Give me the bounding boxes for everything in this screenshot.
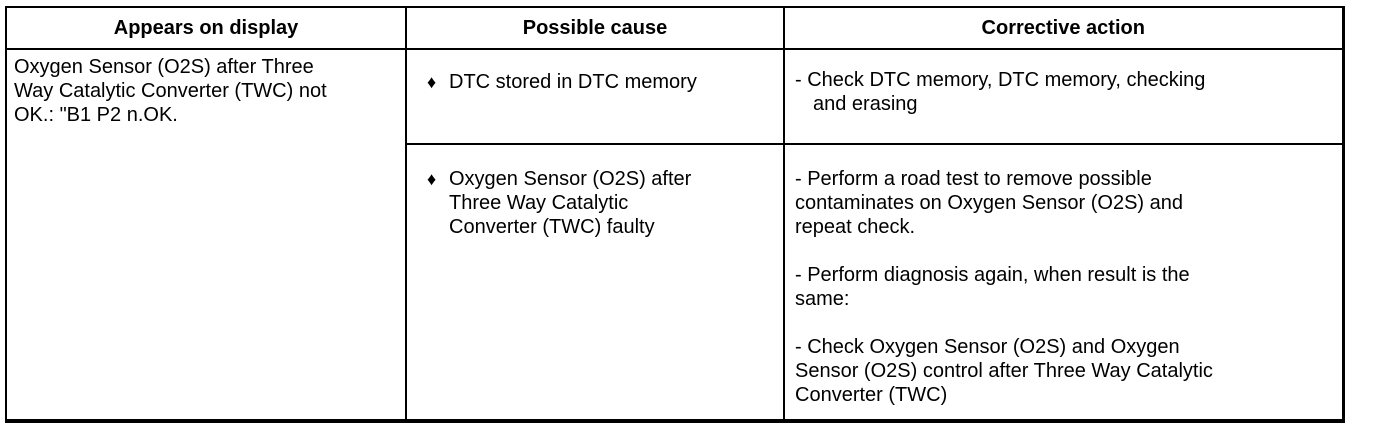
action-paragraph: - Check Oxygen Sensor (O2S) and Oxygen S… bbox=[795, 336, 1213, 406]
display-message-text: Oxygen Sensor (O2S) after Three Way Cata… bbox=[14, 56, 327, 126]
col-header-corrective-action: Corrective action bbox=[783, 6, 1344, 50]
table-row: ♦ Oxygen Sensor (O2S) after Three Way Ca… bbox=[6, 143, 1344, 422]
action-cell: - Perform a road test to remove possible… bbox=[783, 143, 1344, 422]
col-header-possible-cause: Possible cause bbox=[405, 6, 785, 50]
diagnostic-table: Appears on display Possible cause Correc… bbox=[5, 6, 1345, 423]
table-row: Oxygen Sensor (O2S) after Three Way Cata… bbox=[5, 48, 1344, 422]
display-message-cell: Oxygen Sensor (O2S) after Three Way Cata… bbox=[5, 48, 407, 422]
col-header-appears-on-display: Appears on display bbox=[5, 6, 407, 50]
cause-text: Oxygen Sensor (O2S) after Three Way Cata… bbox=[449, 168, 692, 238]
cause-cell: ♦ DTC stored in DTC memory bbox=[405, 48, 785, 145]
cause-cell: ♦ Oxygen Sensor (O2S) after Three Way Ca… bbox=[405, 143, 785, 422]
header-row: Appears on display Possible cause Correc… bbox=[5, 6, 1344, 50]
diamond-bullet-icon: ♦ bbox=[427, 72, 437, 92]
cause-item: ♦ Oxygen Sensor (O2S) after Three Way Ca… bbox=[427, 167, 775, 239]
action-paragraph: - Perform diagnosis again, when result i… bbox=[795, 264, 1190, 310]
diamond-bullet-icon: ♦ bbox=[427, 169, 437, 189]
action-paragraph: - Check DTC memory, DTC memory, checking… bbox=[795, 69, 1206, 115]
action-cell: - Check DTC memory, DTC memory, checking… bbox=[783, 48, 1344, 145]
cause-item: ♦ DTC stored in DTC memory bbox=[427, 70, 775, 94]
cause-text: DTC stored in DTC memory bbox=[449, 71, 697, 93]
action-paragraph: - Perform a road test to remove possible… bbox=[795, 168, 1183, 238]
